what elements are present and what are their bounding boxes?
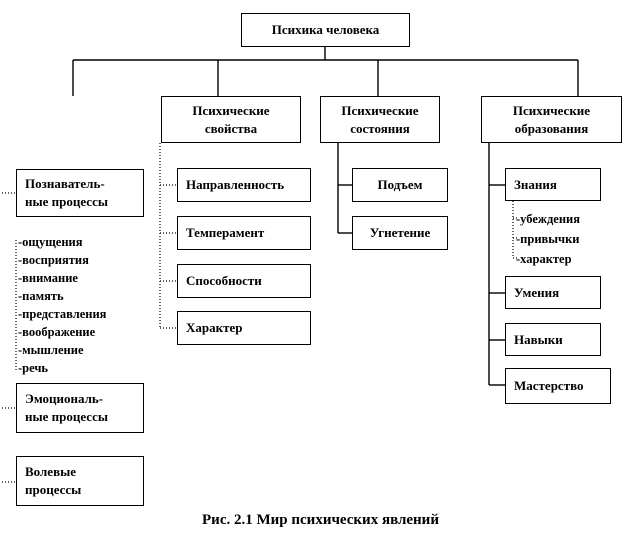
formations-box: Психические образования bbox=[481, 96, 622, 143]
properties-item-character: Характер bbox=[177, 311, 311, 345]
knowledge-sub-list: -убеждения -привычки -характер bbox=[516, 209, 580, 269]
formations-item-label: Знания bbox=[514, 176, 557, 192]
formations-item-habits: Навыки bbox=[505, 323, 601, 356]
list-item: -речь bbox=[18, 361, 49, 375]
properties-item-temperament: Темперамент bbox=[177, 216, 311, 250]
states-label: Психические состояния bbox=[341, 102, 419, 136]
states-item-depression: Угнетение bbox=[352, 216, 448, 250]
formations-item-label: Умения bbox=[514, 284, 560, 300]
cognitive-processes-list: -ощущения -восприятия -внимание -память … bbox=[18, 233, 106, 377]
list-item: -восприятия bbox=[18, 253, 89, 267]
list-item: -внимание bbox=[18, 271, 78, 285]
states-item-label: Подъем bbox=[377, 177, 423, 193]
root-label: Психика человека bbox=[271, 22, 380, 38]
root-box: Психика человека bbox=[241, 13, 410, 47]
properties-item-abilities: Способности bbox=[177, 264, 311, 298]
formations-item-label: Навыки bbox=[514, 331, 563, 347]
formations-item-knowledge: Знания bbox=[505, 168, 601, 201]
properties-item-label: Темперамент bbox=[186, 225, 265, 241]
formations-item-skills: Умения bbox=[505, 276, 601, 309]
list-item: -представления bbox=[18, 307, 107, 321]
properties-item-label: Направленность bbox=[186, 177, 285, 193]
properties-label: Психические свойства bbox=[192, 102, 270, 136]
emotional-processes-box: Эмоциональ- ные процессы bbox=[16, 383, 144, 433]
list-item: -характер bbox=[516, 252, 572, 266]
list-item: -привычки bbox=[516, 232, 580, 246]
figure-caption: Рис. 2.1 Мир психических явлений bbox=[202, 512, 439, 528]
formations-item-mastery: Мастерство bbox=[505, 368, 611, 404]
list-item: -мышление bbox=[18, 343, 84, 357]
formations-item-label: Мастерство bbox=[514, 378, 584, 394]
list-item: -убеждения bbox=[516, 212, 580, 226]
formations-label: Психические образования bbox=[512, 102, 591, 136]
emotional-processes-label: Эмоциональ- ные процессы bbox=[25, 391, 108, 424]
states-item-rise: Подъем bbox=[352, 168, 448, 202]
properties-item-label: Характер bbox=[186, 320, 243, 336]
cognitive-processes-box: Познаватель- ные процессы bbox=[16, 169, 144, 217]
properties-item-orientation: Направленность bbox=[177, 168, 311, 202]
cognitive-processes-label: Познаватель- ные процессы bbox=[25, 176, 108, 209]
states-box: Психические состояния bbox=[320, 96, 440, 143]
properties-item-label: Способности bbox=[186, 273, 262, 289]
properties-box: Психические свойства bbox=[161, 96, 301, 143]
list-item: -память bbox=[18, 289, 64, 303]
volitional-processes-box: Волевые процессы bbox=[16, 456, 144, 506]
volitional-processes-label: Волевые процессы bbox=[25, 464, 82, 497]
list-item: -ощущения bbox=[18, 235, 83, 249]
list-item: -воображение bbox=[18, 325, 96, 339]
states-item-label: Угнетение bbox=[369, 225, 431, 241]
